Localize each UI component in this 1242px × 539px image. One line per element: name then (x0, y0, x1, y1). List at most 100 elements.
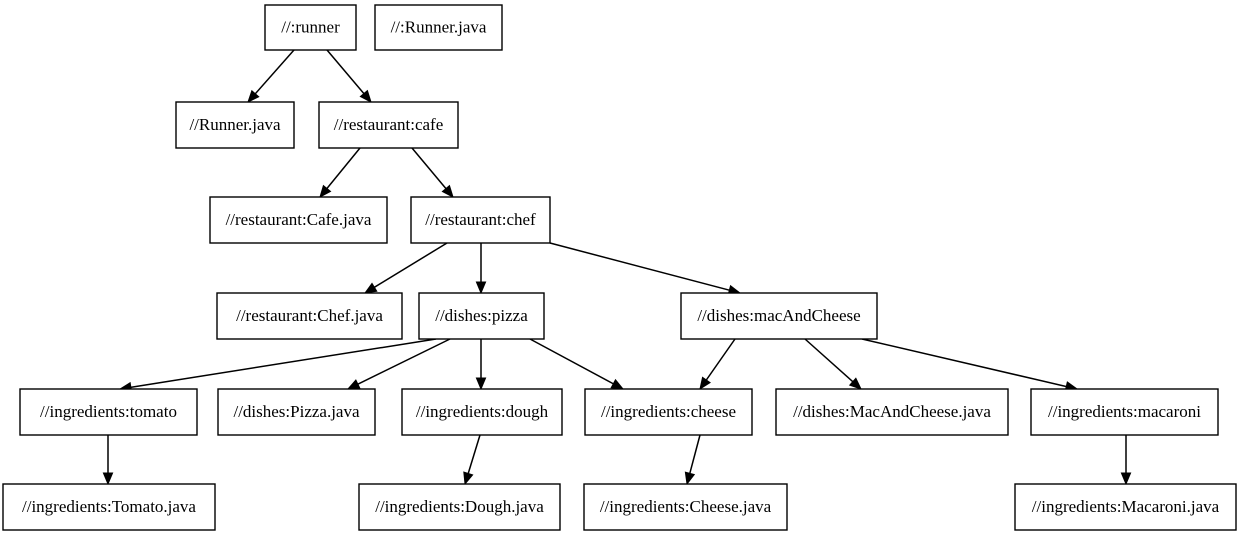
edge-line (704, 338, 736, 383)
node-box[interactable] (2, 483, 216, 531)
graph-node[interactable]: //ingredients:Tomato.java (2, 483, 216, 531)
node-label: //:Runner.java (391, 17, 487, 36)
graph-node[interactable]: //:Runner.java (374, 4, 503, 51)
graph-node[interactable]: //dishes:MacAndCheese.java (775, 388, 1009, 436)
node-box[interactable] (19, 388, 198, 436)
edge-line (128, 338, 437, 389)
edge-arrowhead-icon (102, 472, 114, 486)
graph-edge (475, 243, 487, 295)
graph-edge (363, 242, 448, 294)
node-box[interactable] (374, 4, 503, 51)
graph-edge (346, 338, 451, 390)
graph-edge (247, 49, 295, 103)
node-box[interactable] (209, 196, 388, 244)
node-label: //restaurant:Chef.java (236, 306, 383, 325)
node-label: //ingredients:cheese (601, 402, 736, 421)
edge-line (326, 49, 366, 96)
graph-node[interactable]: //restaurant:Chef.java (216, 292, 403, 340)
graph-node[interactable]: //restaurant:Cafe.java (209, 196, 388, 244)
graph-node[interactable]: //:runner (264, 4, 357, 51)
graph-edge (1120, 435, 1132, 486)
graph-node[interactable]: //ingredients:Dough.java (358, 483, 561, 531)
edge-line (688, 434, 701, 476)
node-box[interactable] (358, 483, 561, 531)
graph-node[interactable]: //ingredients:macaroni (1030, 388, 1219, 436)
edge-arrowhead-icon (363, 282, 378, 294)
node-box[interactable] (217, 388, 376, 436)
graph-node[interactable]: //dishes:pizza (418, 292, 545, 340)
graph-edge (475, 339, 487, 391)
graph-edge (102, 435, 114, 486)
node-box[interactable] (1014, 483, 1237, 531)
node-label: //ingredients:dough (416, 402, 549, 421)
node-box[interactable] (318, 101, 459, 149)
node-box[interactable] (264, 4, 357, 51)
graph-edge (804, 338, 862, 390)
edge-arrowhead-icon (441, 184, 454, 198)
node-box[interactable] (680, 292, 878, 340)
graph-edge (699, 338, 736, 391)
edge-arrowhead-icon (346, 379, 361, 390)
graph-node[interactable]: //ingredients:tomato (19, 388, 198, 436)
graph-node[interactable]: //ingredients:cheese (584, 388, 753, 436)
node-label: //ingredients:Macaroni.java (1032, 497, 1220, 516)
edge-line (253, 49, 295, 96)
graph-edge (684, 434, 701, 486)
node-box[interactable] (418, 292, 545, 340)
node-label: //ingredients:Cheese.java (600, 497, 772, 516)
node-label: //Runner.java (189, 115, 281, 134)
graph-edge (529, 338, 625, 390)
node-label: //dishes:Pizza.java (233, 402, 360, 421)
node-box[interactable] (401, 388, 563, 436)
graph-node[interactable]: //restaurant:cafe (318, 101, 459, 149)
edge-line (549, 242, 732, 292)
node-label: //dishes:macAndCheese (697, 306, 860, 325)
edge-line (372, 242, 448, 289)
graph-edge (326, 49, 372, 103)
graph-node[interactable]: //restaurant:chef (410, 196, 551, 244)
graph-node[interactable]: //ingredients:Cheese.java (583, 483, 788, 531)
node-label: //dishes:pizza (435, 306, 528, 325)
node-label: //ingredients:Tomato.java (22, 497, 196, 516)
edge-arrowhead-icon (463, 471, 474, 486)
edge-arrowhead-icon (684, 471, 696, 486)
edge-line (411, 147, 448, 191)
node-label: //:runner (281, 17, 340, 36)
graph-node[interactable]: //Runner.java (175, 101, 295, 149)
node-box[interactable] (1030, 388, 1219, 436)
edge-line (529, 338, 616, 386)
node-box[interactable] (583, 483, 788, 531)
node-box[interactable] (584, 388, 753, 436)
edge-line (355, 338, 451, 386)
node-label: //ingredients:tomato (40, 402, 177, 421)
edge-arrowhead-icon (610, 378, 625, 390)
graph-edge (411, 147, 454, 198)
edge-line (804, 338, 855, 384)
edge-arrowhead-icon (1120, 472, 1132, 486)
graph-edge (861, 338, 1079, 392)
node-box[interactable] (216, 292, 403, 340)
edge-arrowhead-icon (359, 89, 372, 103)
edge-line (861, 338, 1069, 388)
graph-node[interactable]: //dishes:macAndCheese (680, 292, 878, 340)
edge-layer (102, 49, 1132, 486)
edge-arrowhead-icon (699, 376, 711, 391)
graph-edge (319, 147, 361, 199)
graph-edge (118, 338, 437, 393)
graph-edge (549, 242, 742, 296)
graph-node[interactable]: //dishes:Pizza.java (217, 388, 376, 436)
node-label: //restaurant:chef (425, 210, 536, 229)
graph-node[interactable]: //ingredients:Macaroni.java (1014, 483, 1237, 531)
graph-edge (463, 434, 481, 486)
node-box[interactable] (175, 101, 295, 149)
node-box[interactable] (775, 388, 1009, 436)
node-label: //ingredients:macaroni (1048, 402, 1201, 421)
node-box[interactable] (410, 196, 551, 244)
edge-arrowhead-icon (848, 377, 862, 390)
edge-line (325, 147, 361, 191)
graph-node[interactable]: //ingredients:dough (401, 388, 563, 436)
node-label: //dishes:MacAndCheese.java (793, 402, 991, 421)
edge-arrowhead-icon (319, 184, 332, 199)
